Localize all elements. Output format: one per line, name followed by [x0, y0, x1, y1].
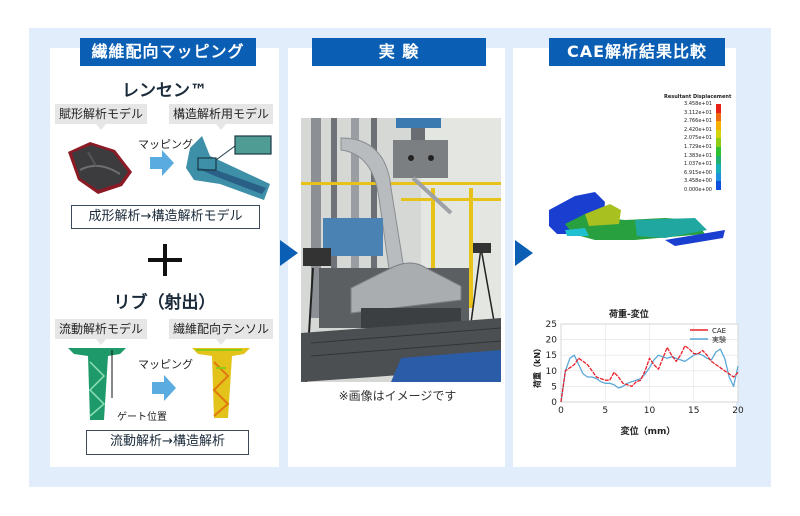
- fiber-tensor-image: [192, 348, 250, 418]
- flow-model-label: 流動解析モデル: [55, 319, 148, 345]
- forming-model-label: 賦形解析モデル: [55, 104, 148, 130]
- legend-color-swatch: [716, 147, 721, 156]
- legend-value: 2.766e+01: [684, 118, 712, 125]
- chart-title: 荷重-変位: [609, 310, 649, 320]
- legend-color-swatch: [716, 104, 721, 113]
- fiber-tensor-label: 繊維配向テンソル: [169, 319, 274, 345]
- svg-text:0: 0: [558, 406, 564, 416]
- legend-color-swatch: [716, 112, 721, 122]
- legend-value: 3.458e+01: [684, 101, 712, 107]
- flow-model-image: [68, 348, 126, 420]
- legend-color-swatch: [716, 129, 721, 139]
- flow-arrow-icon: [515, 240, 533, 266]
- legend-value: 6.915e+00: [684, 169, 712, 176]
- legend-value: 1.383e+01: [684, 152, 712, 159]
- svg-text:5: 5: [551, 382, 557, 392]
- section-header-fiber-mapping: 繊維配向マッピング: [80, 38, 256, 66]
- structural-model-image: [186, 135, 272, 200]
- forming-to-structural-label: 成形解析→構造解析モデル: [71, 205, 260, 229]
- section-header-experiment: 実 験: [312, 38, 486, 66]
- svg-text:20: 20: [546, 336, 558, 346]
- cae-contour-model: [549, 192, 725, 246]
- plus-icon: [148, 244, 182, 276]
- chart-xlabel: 変位（mm）: [621, 425, 676, 437]
- svg-text:10: 10: [546, 367, 558, 377]
- mapping-label: マッピング: [138, 138, 193, 151]
- structural-model-label: 構造解析用モデル: [169, 104, 274, 130]
- chart-axis-ticks: 0 5 10 15 20 25 0 5 10 15 20: [546, 320, 744, 416]
- svg-text:CAE: CAE: [712, 327, 726, 335]
- forming-model-image: [68, 142, 132, 194]
- svg-text:20: 20: [732, 406, 744, 416]
- section-header-cae: CAE解析結果比較: [549, 38, 725, 66]
- rib-title: リブ（射出）: [113, 293, 216, 313]
- legend-color-swatch: [716, 172, 721, 182]
- flow-to-structural-label: 流動解析→構造解析: [86, 430, 249, 455]
- legend-value: 3.112e+01: [684, 109, 712, 116]
- mapping-arrow-icon: [150, 150, 174, 176]
- svg-text:実験: 実験: [712, 335, 726, 344]
- test-rig-photo: [301, 118, 501, 382]
- contour-legend-title: Resultant Displacement: [664, 94, 732, 100]
- series-line-CAE: [560, 345, 739, 403]
- image-disclaimer: ※画像はイメージです: [338, 389, 457, 403]
- svg-text:5: 5: [602, 406, 608, 416]
- legend-value: 3.458e+00: [684, 178, 712, 185]
- chart-ylabel: 荷重（kN）: [532, 344, 542, 389]
- mapping-arrow-icon: [152, 375, 176, 401]
- legend-color-swatch: [716, 121, 721, 130]
- series-line-実験: [560, 348, 739, 403]
- svg-text:25: 25: [546, 320, 557, 330]
- gate-position-label: ゲート位置: [117, 412, 167, 423]
- legend-value: 1.729e+01: [684, 144, 712, 150]
- legend-color-swatch: [716, 155, 721, 165]
- svg-text:15: 15: [688, 406, 699, 416]
- mapping-label: マッピング: [138, 358, 193, 371]
- legend-color-swatch: [716, 138, 721, 147]
- flow-arrow-icon: [280, 240, 298, 266]
- legend-value: 2.420e+01: [684, 126, 712, 133]
- chart-series: [560, 345, 739, 403]
- svg-text:0: 0: [551, 398, 557, 408]
- legend-value: 2.075e+01: [684, 135, 712, 142]
- legend-value: 1.037e+01: [684, 161, 712, 168]
- legend-color-swatch: [716, 181, 721, 190]
- legend-color-swatch: [716, 164, 721, 173]
- svg-text:15: 15: [546, 351, 557, 361]
- lensen-title: レンセン™: [122, 81, 207, 101]
- chart-grid: [560, 323, 739, 403]
- legend-value: 0.000e+00: [684, 187, 712, 193]
- svg-text:10: 10: [644, 406, 656, 416]
